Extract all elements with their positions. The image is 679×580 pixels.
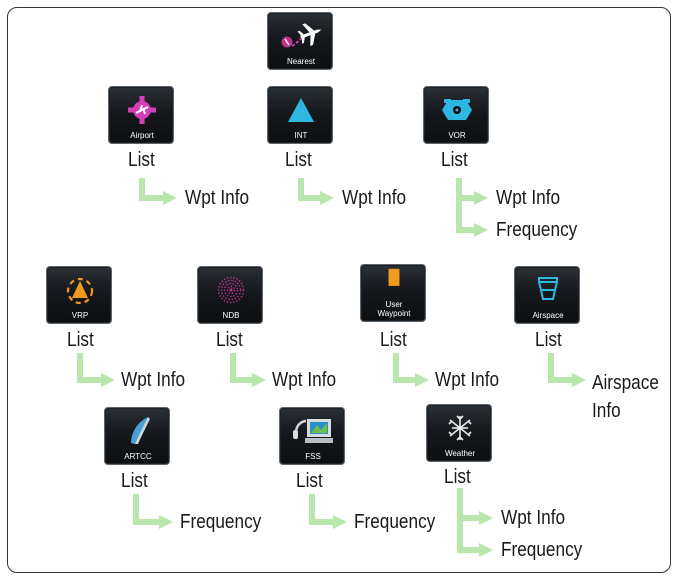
int-button-label: INT (294, 131, 308, 140)
vor-list-label[interactable]: List (441, 149, 468, 171)
ndb-icon (217, 276, 245, 304)
nearest-button-label: Nearest (286, 57, 315, 66)
ndb-wpt-info-label[interactable]: Wpt Info (272, 369, 337, 391)
airport-icon (128, 96, 156, 124)
vor-frequency-label[interactable]: Frequency (496, 219, 578, 241)
weather-button[interactable]: Weather (426, 404, 492, 462)
fss-icon (293, 419, 333, 443)
fss-list-label[interactable]: List (296, 470, 323, 492)
user-waypoint-button[interactable]: User Waypoint (360, 264, 426, 322)
weather-wpt-info-label[interactable]: Wpt Info (501, 507, 566, 529)
weather-button-label: Weather (444, 449, 476, 458)
weather-list-label[interactable]: List (444, 466, 471, 488)
airport-wpt-info-label[interactable]: Wpt Info (185, 187, 250, 209)
int-button[interactable]: INT (267, 86, 333, 144)
nearest-button[interactable]: Nearest (267, 12, 333, 70)
airspace-icon (538, 277, 558, 300)
vor-button[interactable]: VOR (423, 86, 489, 144)
fss-frequency-label[interactable]: Frequency (354, 511, 436, 533)
weather-frequency-label[interactable]: Frequency (501, 539, 583, 561)
artcc-frequency-label[interactable]: Frequency (180, 511, 262, 533)
int-wpt-info-label[interactable]: Wpt Info (342, 187, 407, 209)
artcc-button-label: ARTCC (124, 452, 152, 461)
vor-wpt-info-label[interactable]: Wpt Info (496, 187, 561, 209)
artcc-button[interactable]: ARTCC (104, 407, 170, 465)
fss-button[interactable]: FSS (279, 407, 345, 465)
airplane-waypoint-icon (281, 23, 322, 48)
vor-button-label: VOR (448, 131, 466, 140)
vrp-icon (66, 277, 94, 305)
airspace-button[interactable]: Airspace (514, 266, 580, 324)
ndb-button[interactable]: NDB (197, 266, 263, 324)
intersection-icon (288, 98, 314, 122)
fss-button-label: FSS (305, 452, 321, 461)
vrp-wpt-info-label[interactable]: Wpt Info (121, 369, 186, 391)
int-list-label[interactable]: List (285, 149, 312, 171)
weather-icon (448, 415, 472, 441)
artcc-icon (131, 417, 150, 444)
airspace-button-label: Airspace (532, 311, 564, 320)
vrp-button-label: VRP (71, 311, 89, 320)
vrp-button[interactable]: VRP (46, 266, 112, 324)
airport-list-label[interactable]: List (128, 149, 155, 171)
airport-button-label: Airport (130, 131, 154, 140)
artcc-list-label[interactable]: List (121, 470, 148, 492)
ndb-list-label[interactable]: List (216, 329, 243, 351)
user-waypoint-icon (388, 268, 400, 286)
user-waypoint-wpt-info-label[interactable]: Wpt Info (435, 369, 500, 391)
user-waypoint-list-label[interactable]: List (380, 329, 407, 351)
vor-icon (442, 99, 472, 120)
user-waypoint-button-label: User Waypoint (377, 300, 411, 318)
airport-button[interactable]: Airport (108, 86, 174, 144)
ndb-button-label: NDB (222, 311, 240, 320)
airspace-list-label[interactable]: List (535, 329, 562, 351)
airspace-info-label[interactable]: Airspace Info (592, 372, 659, 422)
vrp-list-label[interactable]: List (67, 329, 94, 351)
